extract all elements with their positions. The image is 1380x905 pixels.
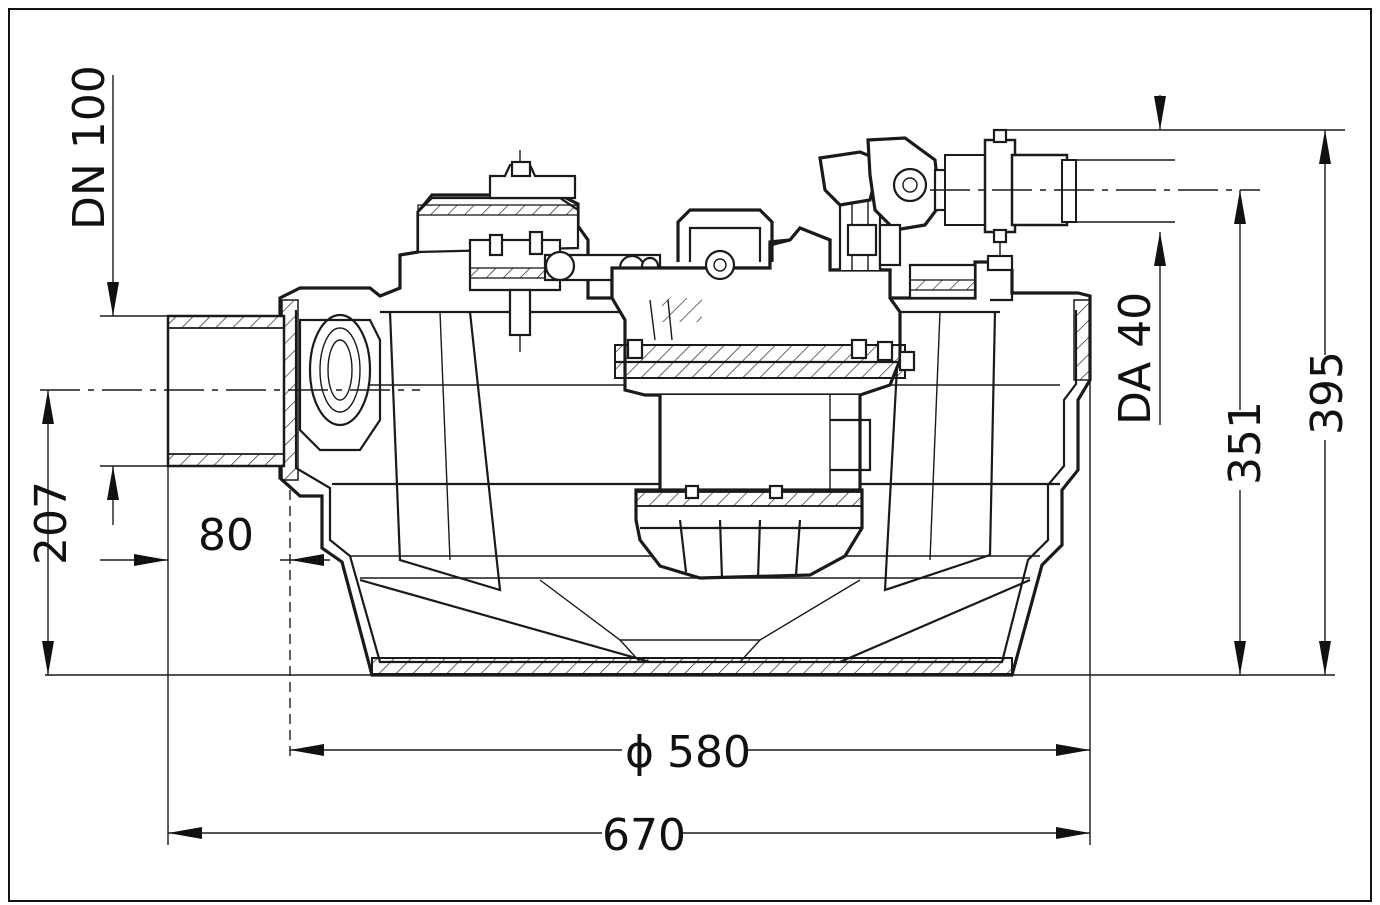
lifting-station-body (45, 128, 1335, 677)
dim-total-height: 395 (1302, 351, 1353, 435)
dim-inlet-height: 207 (26, 481, 77, 565)
diameter-symbol: ϕ (625, 727, 654, 778)
dimension-lines (40, 75, 1345, 845)
drawing-frame (8, 8, 1372, 902)
dim-total-width: 670 (602, 810, 686, 861)
dim-dn-inlet: DN 100 (64, 65, 115, 230)
dim-diameter: 580 (667, 727, 751, 778)
dim-inlet-offset: 80 (198, 510, 254, 561)
dim-outlet-height: 351 (1220, 401, 1271, 485)
dim-da-outlet: DA 40 (1110, 292, 1161, 425)
